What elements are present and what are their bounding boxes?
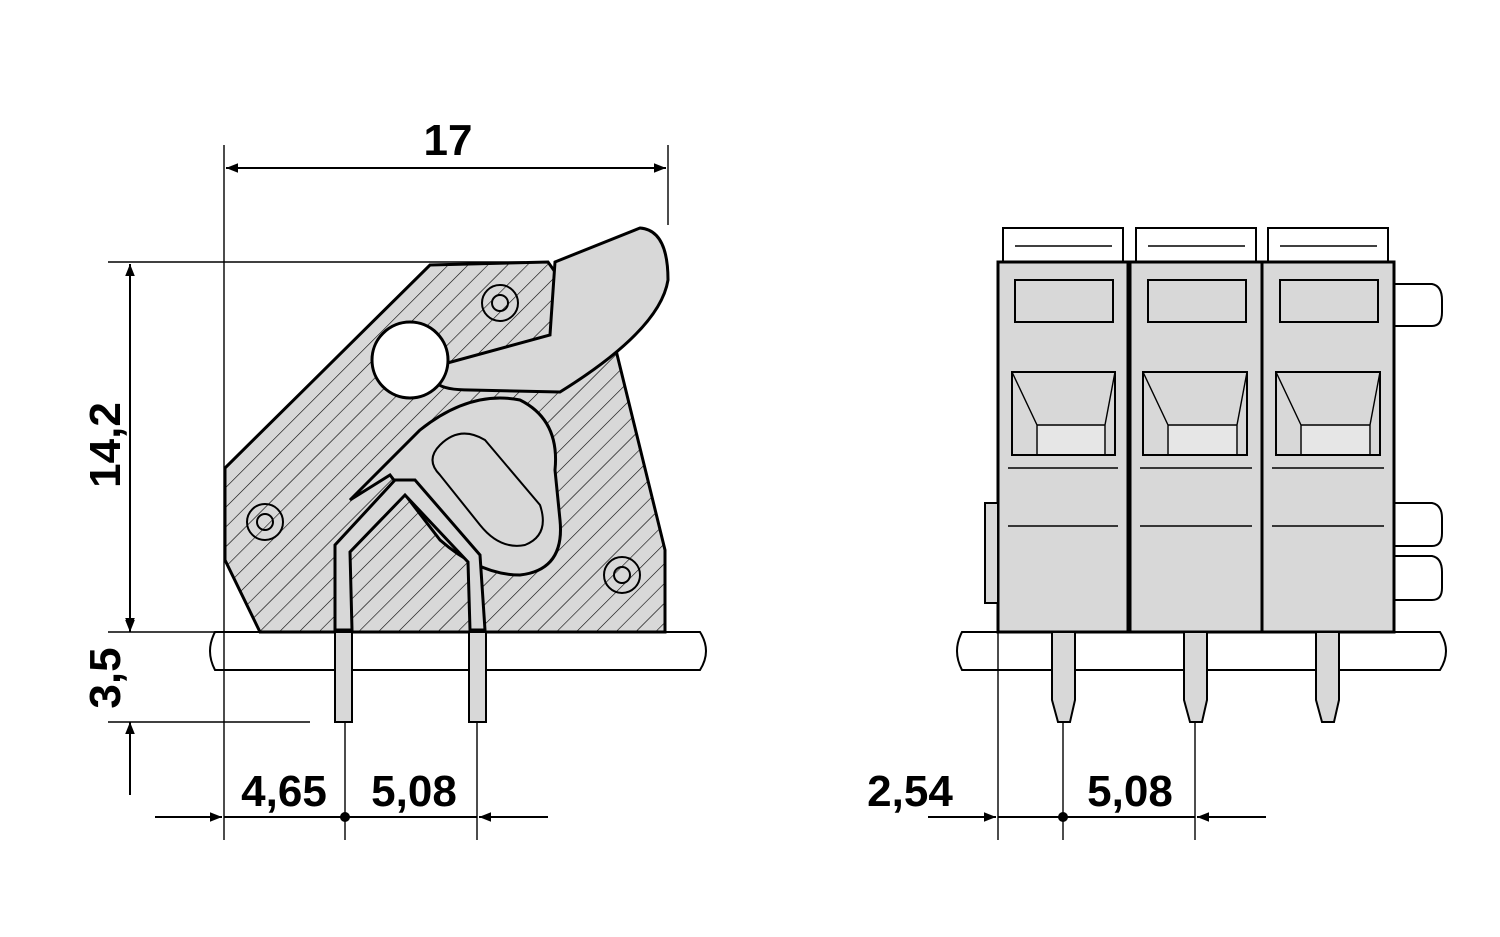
dimension-height: 14,2	[81, 261, 525, 633]
pin-front-1	[1051, 631, 1076, 723]
pin-front-2	[1183, 631, 1208, 723]
clamp-spring	[348, 396, 562, 577]
lever-opening	[370, 320, 450, 400]
rivet-left	[246, 503, 284, 541]
left-key	[984, 502, 999, 604]
dimension-pitch-left: 4,65 5,08	[155, 632, 548, 840]
dimension-pitch-right: 2,54 5,08	[867, 632, 1266, 840]
dim-pitch-left-label: 5,08	[371, 767, 457, 816]
pin-right	[468, 631, 487, 723]
dimension-width: 17	[223, 116, 669, 632]
module-2	[1128, 227, 1264, 634]
rivet-top	[481, 284, 519, 322]
dim-width-label: 17	[424, 116, 473, 165]
pcb-board-front	[956, 631, 1447, 671]
pin-front-3	[1315, 631, 1340, 723]
pcb-board	[209, 631, 707, 671]
contact-bracket	[333, 478, 487, 632]
dim-pin-length-label: 3,5	[81, 647, 130, 708]
latch-top	[1393, 283, 1443, 327]
spring-slot	[431, 432, 544, 547]
dim-offset-right-label: 2,54	[867, 767, 953, 816]
module-3	[1260, 227, 1396, 634]
rivet-right	[603, 556, 641, 594]
pin-left	[334, 631, 353, 723]
dim-height-label: 14,2	[81, 402, 130, 488]
module-1	[996, 227, 1130, 634]
dim-offset-left-label: 4,65	[241, 767, 327, 816]
latch-bottom	[1393, 555, 1443, 601]
side-view	[209, 226, 707, 723]
latch-mid	[1393, 502, 1443, 547]
dimension-pin-length: 3,5	[81, 595, 310, 795]
dim-pitch-right-label: 5,08	[1087, 767, 1173, 816]
front-view	[956, 227, 1447, 723]
